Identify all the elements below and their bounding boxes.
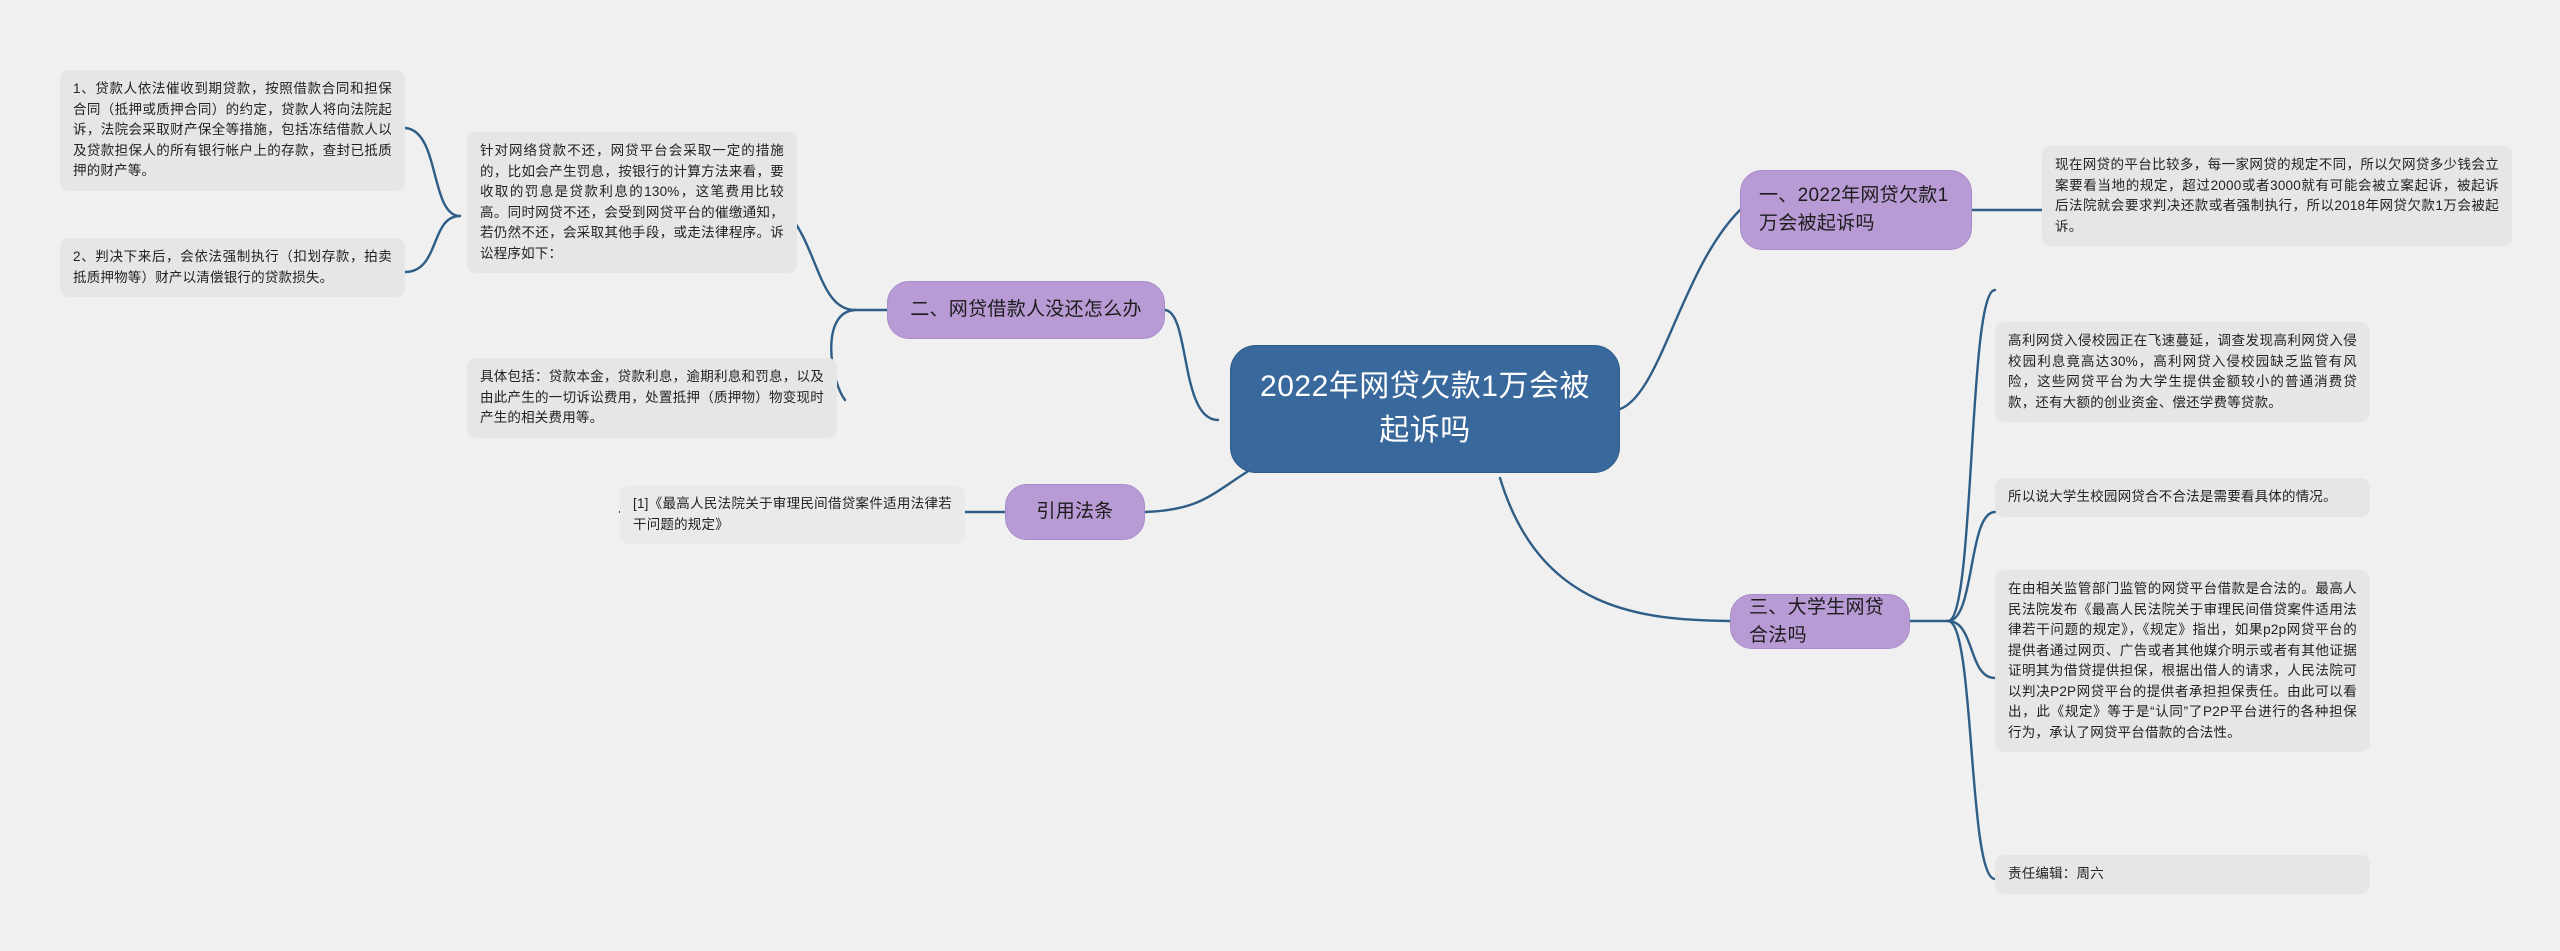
- branch-node-1[interactable]: 一、2022年网贷欠款1万会被起诉吗: [1740, 170, 1972, 250]
- branch-node-2-label: 二、网贷借款人没还怎么办: [910, 299, 1142, 320]
- leaf-node-citation-text: [1]《最高人民法院关于审理民间借贷案件适用法律若干问题的规定》: [633, 496, 952, 532]
- branch-node-4-label: 三、大学生网贷合法吗: [1749, 596, 1885, 646]
- leaf-node-right-1-text: 现在网贷的平台比较多，每一家网贷的规定不同，所以欠网贷多少钱会立案要看当地的规定…: [2055, 157, 2499, 234]
- leaf-node-right-5[interactable]: 责任编辑：周六: [1995, 855, 2370, 894]
- branch-node-3[interactable]: 引用法条: [1005, 484, 1145, 540]
- branch-node-3-label: 引用法条: [1036, 501, 1114, 522]
- leaf-node-right-4[interactable]: 在由相关监管部门监管的网贷平台借款是合法的。最高人民法院发布《最高人民法院关于审…: [1995, 570, 2370, 752]
- edge-branch-2-leaf-mid-1: [788, 214, 857, 312]
- branch-node-4[interactable]: 三、大学生网贷合法吗: [1730, 594, 1910, 649]
- edge-root-branch-3: [1143, 468, 1252, 514]
- edge-branch-4-leaf-right-2: [1946, 288, 1997, 623]
- edge-branch-4-leaf-right-4: [1946, 619, 1997, 680]
- leaf-node-mid-2-text: 具体包括：贷款本金，贷款利息，逾期利息和罚息，以及由此产生的一切诉讼费用，处置抵…: [480, 369, 824, 425]
- leaf-node-citation[interactable]: [1]《最高人民法院关于审理民间借贷案件适用法律若干问题的规定》: [620, 485, 965, 544]
- root-node[interactable]: 2022年网贷欠款1万会被起诉吗: [1230, 345, 1620, 473]
- branch-node-2[interactable]: 二、网贷借款人没还怎么办: [887, 281, 1165, 339]
- branch-node-1-label: 一、2022年网贷欠款1万会被起诉吗: [1759, 185, 1949, 234]
- root-node-label: 2022年网贷欠款1万会被起诉吗: [1260, 370, 1590, 447]
- edge-root-branch-4: [1498, 476, 1732, 623]
- edge-mid-1-leaf-left-1: [403, 126, 462, 218]
- leaf-node-left-1-text: 1、贷款人依法催收到期贷款，按照借款合同和担保合同（抵押或质押合同）的约定，贷款…: [73, 81, 392, 178]
- leaf-node-right-2-text: 高利网贷入侵校园正在飞速蔓延，调查发现高利网贷入侵校园利息竟高达30%，高利网贷…: [2008, 333, 2357, 410]
- leaf-node-right-3-text: 所以说大学生校园网贷合不合法是需要看具体的情况。: [2008, 489, 2337, 504]
- leaf-node-mid-1-text: 针对网络贷款不还，网贷平台会采取一定的措施的，比如会产生罚息，按银行的计算方法来…: [480, 143, 784, 261]
- leaf-node-right-1[interactable]: 现在网贷的平台比较多，每一家网贷的规定不同，所以欠网贷多少钱会立案要看当地的规定…: [2042, 146, 2512, 246]
- edge-branch-4-leaf-right-3: [1946, 510, 1997, 623]
- leaf-node-left-2[interactable]: 2、判决下来后，会依法强制执行（扣划存款，拍卖抵质押物等）财产以清偿银行的贷款损…: [60, 238, 405, 297]
- leaf-node-right-4-text: 在由相关监管部门监管的网贷平台借款是合法的。最高人民法院发布《最高人民法院关于审…: [2008, 581, 2357, 740]
- edge-mid-1-leaf-left-2: [403, 214, 462, 274]
- leaf-node-right-2[interactable]: 高利网贷入侵校园正在飞速蔓延，调查发现高利网贷入侵校园利息竟高达30%，高利网贷…: [1995, 322, 2370, 422]
- leaf-node-left-2-text: 2、判决下来后，会依法强制执行（扣划存款，拍卖抵质押物等）财产以清偿银行的贷款损…: [73, 249, 392, 285]
- edge-branch-4-leaf-right-5: [1946, 619, 1997, 881]
- edge-root-branch-1: [1615, 208, 1742, 412]
- leaf-node-left-1[interactable]: 1、贷款人依法催收到期贷款，按照借款合同和担保合同（抵押或质押合同）的约定，贷款…: [60, 70, 405, 191]
- leaf-node-mid-2[interactable]: 具体包括：贷款本金，贷款利息，逾期利息和罚息，以及由此产生的一切诉讼费用，处置抵…: [467, 358, 837, 438]
- leaf-node-right-5-text: 责任编辑：周六: [2008, 866, 2104, 881]
- edge-root-branch-2: [1163, 308, 1220, 422]
- leaf-node-mid-1[interactable]: 针对网络贷款不还，网贷平台会采取一定的措施的，比如会产生罚息，按银行的计算方法来…: [467, 132, 797, 273]
- leaf-node-right-3[interactable]: 所以说大学生校园网贷合不合法是需要看具体的情况。: [1995, 478, 2370, 517]
